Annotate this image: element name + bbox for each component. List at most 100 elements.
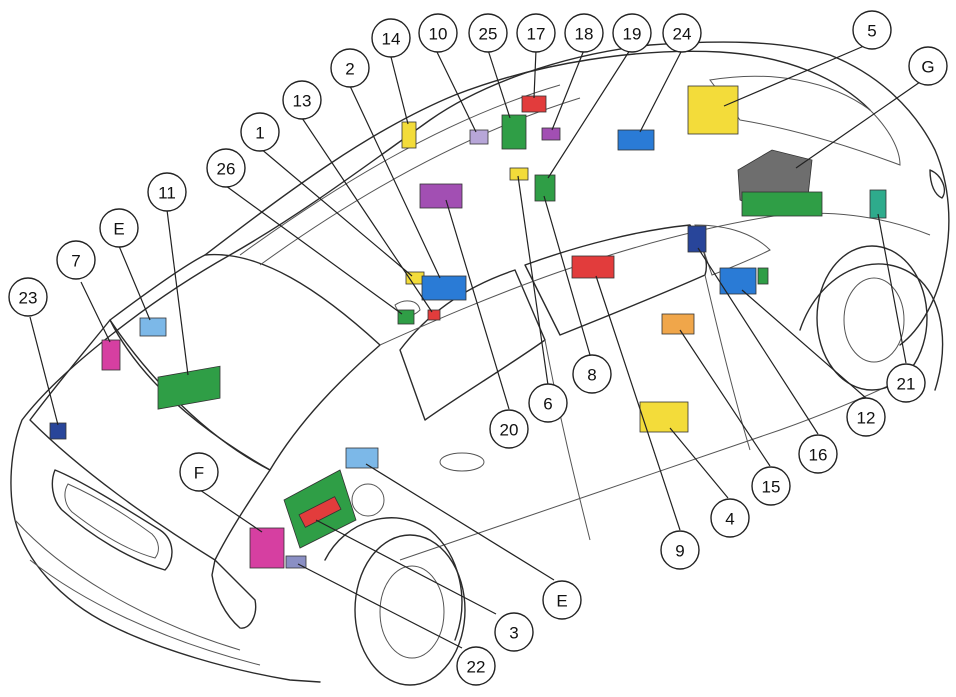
callout-number: 14 xyxy=(382,30,401,49)
callout-number: 5 xyxy=(867,22,876,41)
component-9-module xyxy=(571,255,615,279)
component-e-module-left xyxy=(139,317,167,337)
callout-8: 8 xyxy=(572,354,612,394)
callout-circle xyxy=(660,530,700,570)
callout-number: E xyxy=(113,220,124,239)
callout-number: E xyxy=(556,592,567,611)
leader-21 xyxy=(877,213,907,364)
side-emblem xyxy=(439,452,485,472)
leader-8 xyxy=(543,195,591,356)
callout-number: 12 xyxy=(857,409,876,428)
tail-light xyxy=(929,169,946,199)
callout-16: 16 xyxy=(798,434,838,474)
rear-wheel xyxy=(816,245,928,391)
leader-7 xyxy=(80,281,111,343)
callout-2: 2 xyxy=(330,48,370,88)
callout-e-left: E xyxy=(99,208,139,248)
component-20-module xyxy=(419,183,463,209)
component-24-module xyxy=(617,129,655,151)
callout-f: F xyxy=(179,452,219,492)
component-14-module xyxy=(401,121,417,149)
callout-circle xyxy=(710,498,750,538)
leader-f xyxy=(199,489,263,533)
leader-22 xyxy=(297,563,463,649)
leader-e-left xyxy=(118,245,151,321)
leader-5 xyxy=(723,45,865,107)
callout-circle xyxy=(468,13,508,53)
leader-15 xyxy=(679,329,771,467)
callout-circle xyxy=(371,18,411,58)
callout-18: 18 xyxy=(564,13,604,53)
callout-26: 26 xyxy=(206,148,246,188)
callout-23: 23 xyxy=(8,277,48,317)
callout-4: 4 xyxy=(710,498,750,538)
callout-13: 13 xyxy=(282,80,322,120)
callout-12: 12 xyxy=(846,397,886,437)
callout-circle xyxy=(99,208,139,248)
component-17-module xyxy=(521,95,547,113)
callout-circle xyxy=(456,646,496,686)
component-13-module xyxy=(427,309,441,321)
component-25-module xyxy=(501,114,527,150)
callout-number: 13 xyxy=(293,92,312,111)
front-wheel-arch xyxy=(324,517,463,641)
callout-number: 25 xyxy=(479,25,498,44)
component-15-module xyxy=(661,313,695,335)
callout-circle xyxy=(179,452,219,492)
callout-number: F xyxy=(194,464,204,483)
callout-25: 25 xyxy=(468,13,508,53)
component-7-module xyxy=(101,339,121,371)
callout-number: 11 xyxy=(158,184,176,203)
leader-11 xyxy=(166,209,189,376)
leader-24 xyxy=(639,49,683,133)
door-line-rear xyxy=(704,274,751,451)
leader-12 xyxy=(741,289,867,399)
callout-number: 24 xyxy=(673,25,692,44)
leader-14 xyxy=(390,56,409,125)
leader-6 xyxy=(517,175,549,386)
callout-number: 10 xyxy=(429,25,448,44)
windshield xyxy=(109,253,381,471)
callout-number: 7 xyxy=(71,252,80,271)
callout-circle xyxy=(662,13,702,53)
leader-3 xyxy=(315,519,497,615)
callout-19: 19 xyxy=(612,13,652,53)
callout-7: 7 xyxy=(56,240,96,280)
callout-number: 17 xyxy=(527,25,546,44)
component-f-module xyxy=(249,527,285,569)
leader-19 xyxy=(547,49,631,179)
callout-circle xyxy=(572,354,612,394)
component-16-module xyxy=(687,225,707,253)
component-3-display xyxy=(298,496,342,528)
leader-26 xyxy=(225,185,403,315)
car-roof xyxy=(204,50,871,256)
callout-9: 9 xyxy=(660,530,700,570)
front-wheel-hub xyxy=(379,565,445,659)
callout-17: 17 xyxy=(516,13,556,53)
component-21-module xyxy=(869,189,887,219)
callout-circle xyxy=(564,13,604,53)
callout-circle xyxy=(886,363,926,403)
callout-number: 19 xyxy=(623,25,642,44)
leader-18 xyxy=(551,49,585,131)
leader-20 xyxy=(445,199,510,410)
component-10-module xyxy=(469,129,489,145)
callout-circle xyxy=(542,580,582,620)
leader-2 xyxy=(349,85,441,279)
leader-lines xyxy=(29,45,921,649)
component-12-connector xyxy=(757,267,769,285)
front-bumper xyxy=(14,519,261,666)
callout-5: 5 xyxy=(852,10,892,50)
callout-circle xyxy=(516,13,556,53)
callout-number: 15 xyxy=(762,478,781,497)
rear-window xyxy=(709,75,901,166)
callout-6: 6 xyxy=(528,383,568,423)
callout-number: 20 xyxy=(500,421,519,440)
headlight xyxy=(211,559,257,629)
component-4-module xyxy=(639,401,689,433)
callout-number: 1 xyxy=(255,124,264,143)
callout-circle xyxy=(908,46,948,86)
